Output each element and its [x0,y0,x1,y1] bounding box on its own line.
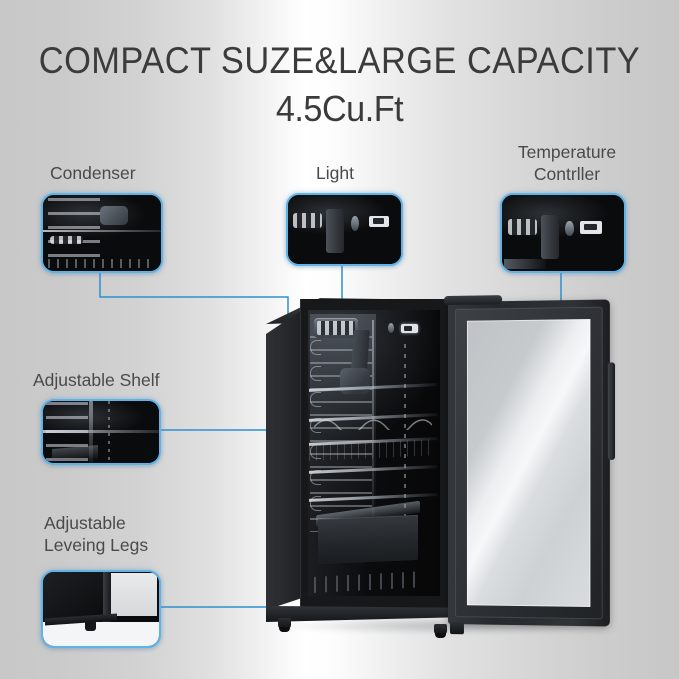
bottom-basket [318,514,418,565]
interior-floor-grille [314,571,424,593]
callout-thumb-adjustable-shelf [41,399,161,465]
temperature-knob [388,323,394,333]
callout-label-adjustable-shelf: Adjustable Shelf [33,370,160,390]
door-handle[interactable] [607,362,616,460]
callout-label-condenser: Condenser [50,163,136,183]
door-glass-panel [466,319,591,607]
cabinet-base-plinth [266,606,448,622]
cabinet-left-side [266,310,302,610]
temperature-controller-display [401,324,418,333]
callout-thumb-light [286,193,403,266]
product-image-beverage-refrigerator [258,288,658,648]
interior-light [314,318,358,338]
page-title: COMPACT SUZE&LARGE CAPACITY [38,40,641,81]
callout-thumb-adjustable-leveling-legs [41,570,161,648]
callout-label-adjustable-leveling-legs: Adjustable Leveing Legs [44,513,149,555]
callout-label-light: Light [316,163,354,183]
door-foot [449,622,464,635]
refrigerator-interior [308,310,440,596]
callout-thumb-temperature-controller [500,193,626,273]
callout-label-temperature-controller: Temperature Contrller [517,142,617,184]
leveling-leg [434,624,447,638]
glass-door[interactable] [444,295,616,635]
door-hinge [444,295,503,306]
condenser-tube [314,419,432,430]
capacity-subtitle: 4.5Cu.Ft [275,88,404,129]
callout-thumb-condenser [41,193,163,273]
leveling-leg [278,618,291,632]
